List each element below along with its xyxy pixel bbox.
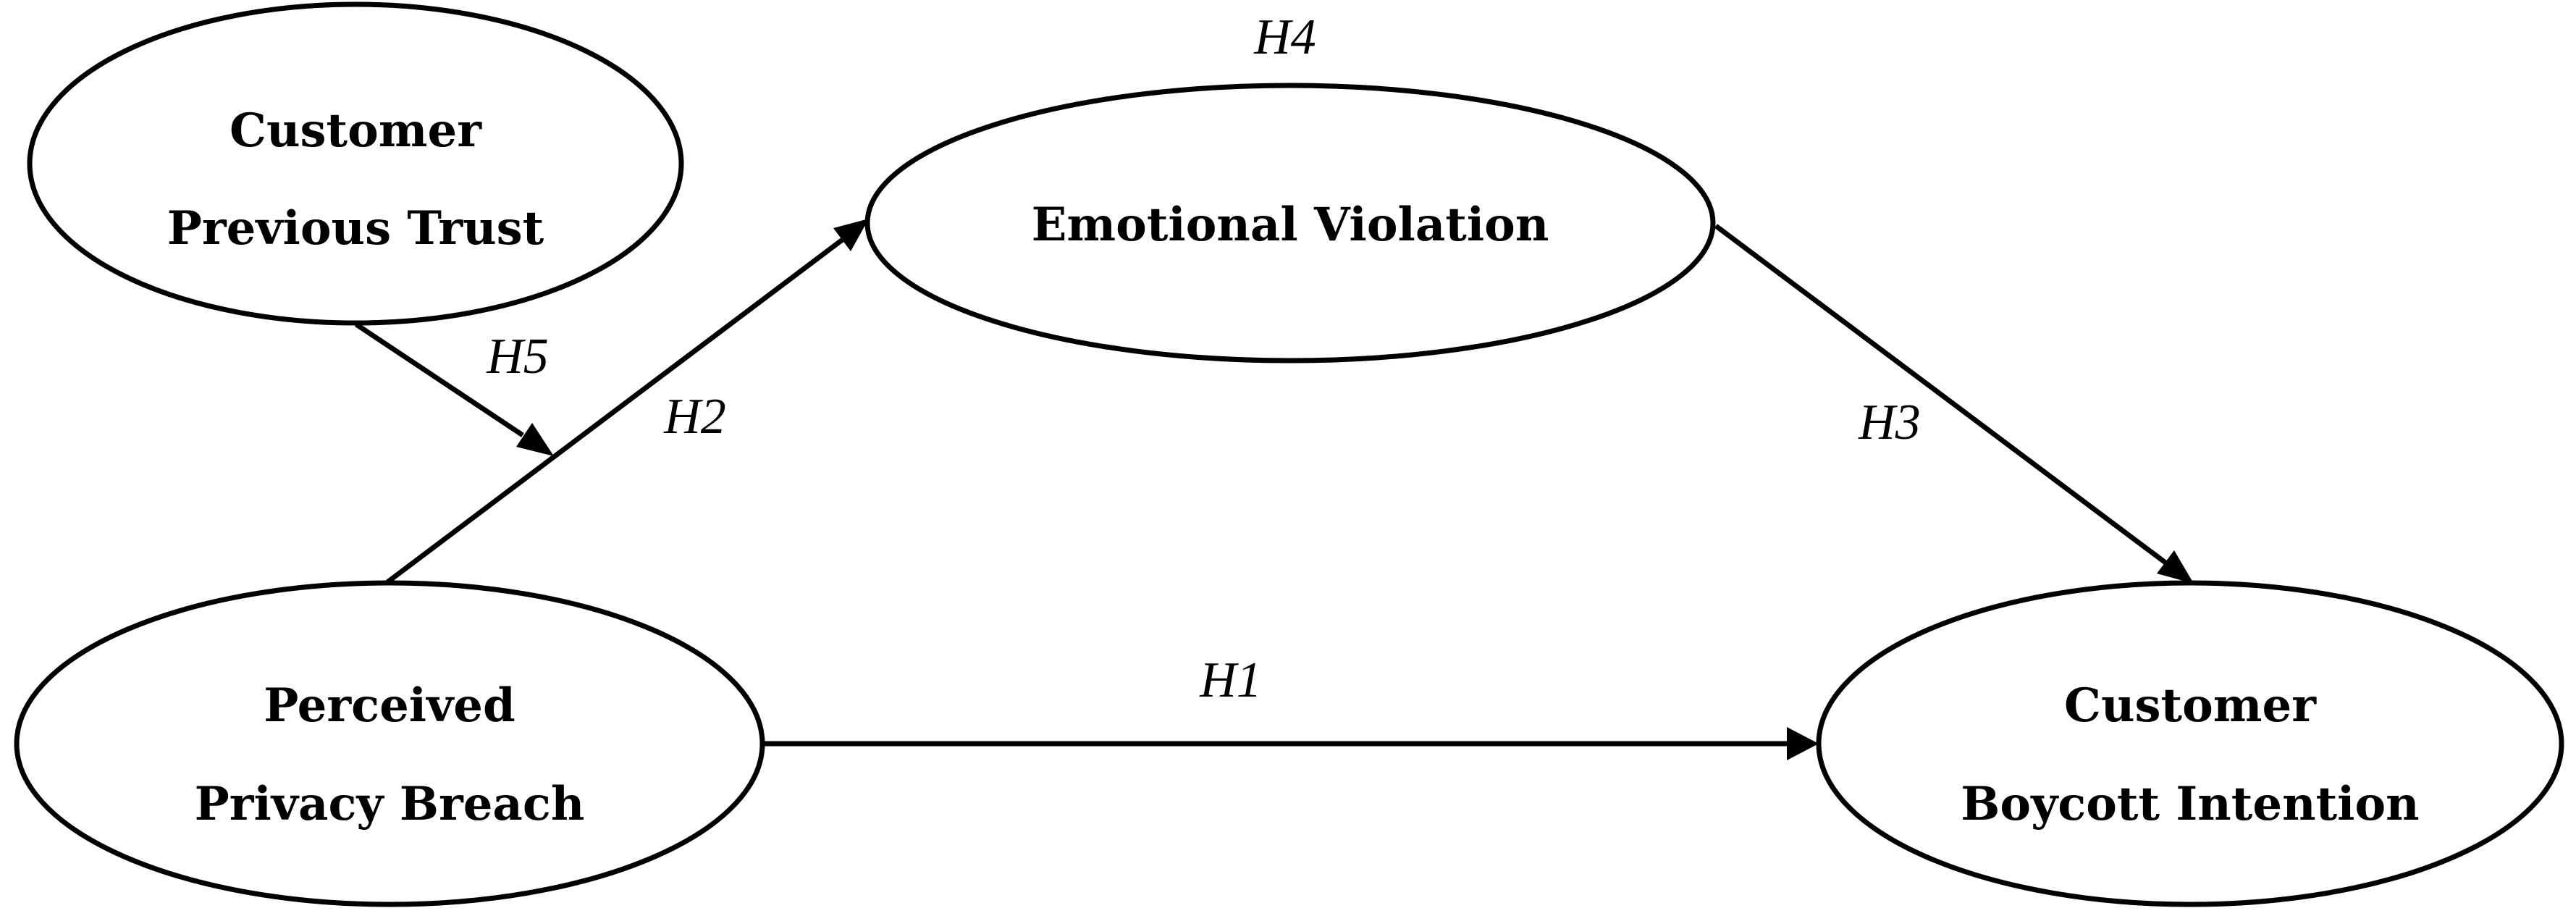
edge-h5-label: H5 — [486, 329, 549, 385]
node-customer-previous-trust: Customer Previous Trust — [27, 1, 684, 326]
edge-h1-label: H1 — [1199, 652, 1262, 708]
edge-h3-line — [1714, 224, 2171, 567]
node-customer-boycott-intention: Customer Boycott Intention — [1816, 580, 2564, 907]
edge-h5 — [355, 322, 554, 456]
edge-h3-label: H3 — [1858, 395, 1921, 450]
node-emotional-violation: Emotional Violation — [864, 83, 1716, 364]
node-perceived-privacy-breach-label-2: Privacy Breach — [195, 777, 585, 831]
node-perceived-privacy-breach-label-1: Perceived — [264, 678, 515, 733]
node-customer-previous-trust-ellipse — [27, 1, 684, 326]
edge-h3-arrowhead — [2157, 550, 2194, 584]
node-customer-boycott-intention-label-1: Customer — [2064, 678, 2317, 733]
edge-h5-line — [355, 322, 524, 437]
node-emotional-violation-label: Emotional Violation — [1032, 198, 1549, 252]
node-customer-boycott-intention-ellipse — [1816, 580, 2564, 907]
edge-h5-arrowhead — [516, 423, 554, 456]
edge-h4-label: H4 — [1253, 9, 1316, 65]
node-perceived-privacy-breach-ellipse — [14, 580, 765, 907]
edge-h1-arrowhead — [1787, 727, 1819, 760]
node-customer-boycott-intention-label-2: Boycott Intention — [1961, 777, 2419, 831]
node-customer-previous-trust-label-2: Previous Trust — [167, 201, 544, 256]
node-emotional-violation-ellipse — [864, 83, 1716, 364]
edge-h2-line — [385, 237, 846, 584]
node-perceived-privacy-breach: Perceived Privacy Breach — [14, 580, 765, 907]
node-customer-previous-trust-label-1: Customer — [230, 104, 482, 158]
edge-h3 — [1714, 224, 2194, 584]
edge-h2-label: H2 — [663, 389, 726, 445]
edge-h1 — [764, 727, 1819, 760]
edge-h2-arrowhead — [833, 219, 869, 251]
edge-h2 — [385, 219, 869, 584]
